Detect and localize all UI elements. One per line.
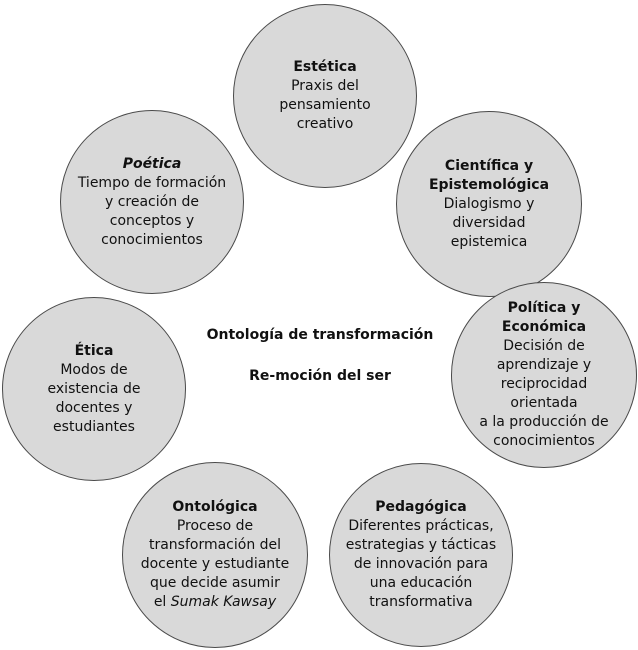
node-ontologica-title: Ontológica — [172, 499, 258, 515]
center-subtitle: Re-moción del ser — [249, 368, 391, 384]
node-politica-desc: Decisión de aprendizaje y reciprocidad o… — [479, 338, 609, 449]
node-pedagogica-desc: Diferentes prácticas, estrategias y táct… — [345, 518, 497, 610]
node-estetica-desc: Praxis del pensamiento creativo — [279, 78, 371, 132]
node-cientifica-title: Científica y Epistemológica — [428, 157, 550, 193]
node-cientifica-desc: Dialogismo y diversidad epistemica — [443, 195, 535, 250]
node-poetica: Poética Tiempo de formación y creación d… — [60, 110, 244, 294]
node-ontologica-desc-main: Proceso de transformación del docente y … — [140, 518, 290, 610]
node-etica-desc: Modos de existencia de docentes y estudi… — [47, 361, 141, 435]
node-etica: Ética Modos de existencia de docentes y … — [2, 297, 186, 481]
center-title: Ontología de transformación — [206, 327, 434, 343]
node-politica: Política y Económica Decisión de aprendi… — [451, 282, 637, 468]
node-pedagogica-title: Pedagógica — [375, 499, 467, 515]
node-politica-title: Política y Económica — [501, 300, 587, 335]
node-ontologica: Ontológica Proceso de transformación del… — [122, 462, 308, 648]
node-ontologica-desc: Proceso de transformación del docente y … — [141, 517, 290, 612]
node-estetica-title: Estética — [293, 59, 357, 75]
node-cientifica: Científica y Epistemológica Dialogismo y… — [396, 111, 582, 297]
node-etica-title: Ética — [74, 342, 114, 359]
node-estetica: Estética Praxis del pensamiento creativo — [233, 4, 417, 188]
node-ontologica-desc-italic: Sumak Kawsay — [170, 594, 277, 610]
node-poetica-desc: Tiempo de formación y creación de concep… — [77, 174, 227, 248]
node-poetica-title: Poética — [122, 155, 182, 172]
node-pedagogica: Pedagógica Diferentes prácticas, estrate… — [329, 463, 513, 647]
